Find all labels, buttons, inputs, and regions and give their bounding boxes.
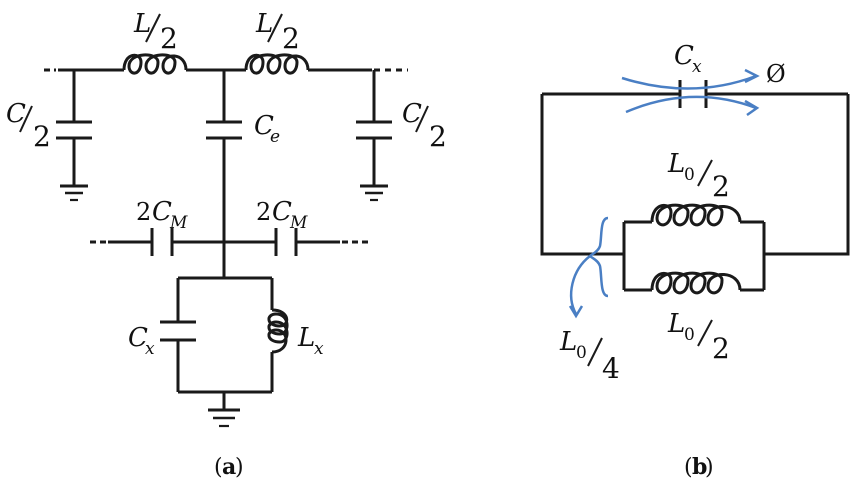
svg-text:(: ( bbox=[214, 455, 223, 480]
label-right-shunt-capacitor: C 2 bbox=[402, 99, 447, 153]
svg-text:C: C bbox=[674, 41, 694, 71]
caption-a: ( a ) bbox=[214, 454, 244, 480]
svg-text:2: 2 bbox=[136, 198, 151, 226]
svg-text:e: e bbox=[270, 127, 280, 147]
svg-text:(: ( bbox=[684, 455, 693, 480]
label-resonator-capacitor: C x bbox=[128, 323, 155, 359]
outer-loop-wires bbox=[540, 80, 850, 256]
lc-resonator bbox=[160, 276, 289, 410]
label-equivalent-inductance: L 0 4 bbox=[559, 327, 620, 385]
left-ground-icon bbox=[60, 184, 88, 202]
svg-text:2: 2 bbox=[712, 332, 730, 365]
svg-text:L: L bbox=[297, 323, 315, 353]
svg-text:Ø: Ø bbox=[766, 60, 786, 88]
svg-text:b: b bbox=[692, 454, 707, 480]
svg-text:M: M bbox=[169, 213, 188, 233]
coupling-line bbox=[90, 228, 372, 256]
label-top-left-inductor: L 2 bbox=[133, 9, 178, 55]
svg-text:0: 0 bbox=[684, 325, 695, 345]
label-lower-inductor: L 0 2 bbox=[667, 309, 730, 365]
right-ground-icon bbox=[360, 184, 388, 202]
svg-text:C: C bbox=[272, 197, 292, 227]
svg-text:L: L bbox=[667, 149, 685, 179]
svg-text:x: x bbox=[314, 339, 324, 359]
label-left-shunt-capacitor: C 2 bbox=[6, 99, 51, 153]
center-capacitor bbox=[206, 70, 242, 278]
svg-text:C: C bbox=[128, 323, 148, 353]
parallel-inductors bbox=[622, 220, 766, 292]
label-resonator-inductor: L x bbox=[297, 323, 324, 359]
svg-text:): ) bbox=[235, 455, 244, 480]
svg-text:M: M bbox=[289, 213, 308, 233]
caption-b: ( b ) bbox=[684, 454, 714, 480]
diagram-b: C x Ø L 0 2 L 0 2 L 0 4 ( b ) bbox=[540, 41, 850, 480]
svg-text:C: C bbox=[6, 99, 26, 129]
svg-text:L: L bbox=[133, 9, 151, 39]
svg-text:0: 0 bbox=[576, 343, 587, 363]
svg-text:2: 2 bbox=[712, 170, 730, 203]
label-capacitor-cx: C x bbox=[674, 41, 702, 77]
svg-text:C: C bbox=[254, 111, 274, 141]
svg-text:a: a bbox=[222, 454, 236, 480]
svg-text:L: L bbox=[559, 327, 577, 357]
svg-text:2: 2 bbox=[429, 120, 447, 153]
label-center-capacitor: C e bbox=[254, 111, 280, 147]
svg-text:x: x bbox=[692, 57, 702, 77]
label-upper-inductor: L 0 2 bbox=[667, 149, 730, 203]
svg-text:L: L bbox=[667, 309, 685, 339]
upper-inductor bbox=[650, 203, 742, 227]
svg-text:2: 2 bbox=[282, 22, 300, 55]
label-left-coupling-capacitor: 2 C M bbox=[136, 197, 188, 233]
label-top-right-inductor: L 2 bbox=[255, 9, 300, 55]
label-right-coupling-capacitor: 2 C M bbox=[256, 197, 308, 233]
label-flux: Ø bbox=[766, 60, 786, 88]
lower-inductor bbox=[650, 271, 742, 295]
svg-text:C: C bbox=[402, 99, 422, 129]
inductor-l-half-left bbox=[122, 53, 188, 75]
svg-text:L: L bbox=[255, 9, 273, 39]
left-shunt-capacitor bbox=[56, 70, 92, 186]
svg-text:C: C bbox=[152, 197, 172, 227]
svg-text:2: 2 bbox=[160, 22, 178, 55]
svg-text:0: 0 bbox=[684, 165, 695, 185]
svg-text:4: 4 bbox=[602, 352, 620, 385]
bottom-ground-icon bbox=[208, 408, 240, 428]
inductor-l-half-right bbox=[244, 53, 310, 75]
right-shunt-capacitor bbox=[356, 70, 392, 186]
diagram-a: L 2 L 2 C 2 C 2 C e 2 C M 2 bbox=[6, 9, 447, 480]
svg-text:): ) bbox=[705, 455, 714, 480]
equivalent-brace-icon bbox=[568, 216, 609, 319]
svg-text:2: 2 bbox=[33, 120, 51, 153]
flux-arrows bbox=[621, 68, 760, 117]
svg-text:2: 2 bbox=[256, 198, 271, 226]
svg-text:x: x bbox=[145, 339, 155, 359]
